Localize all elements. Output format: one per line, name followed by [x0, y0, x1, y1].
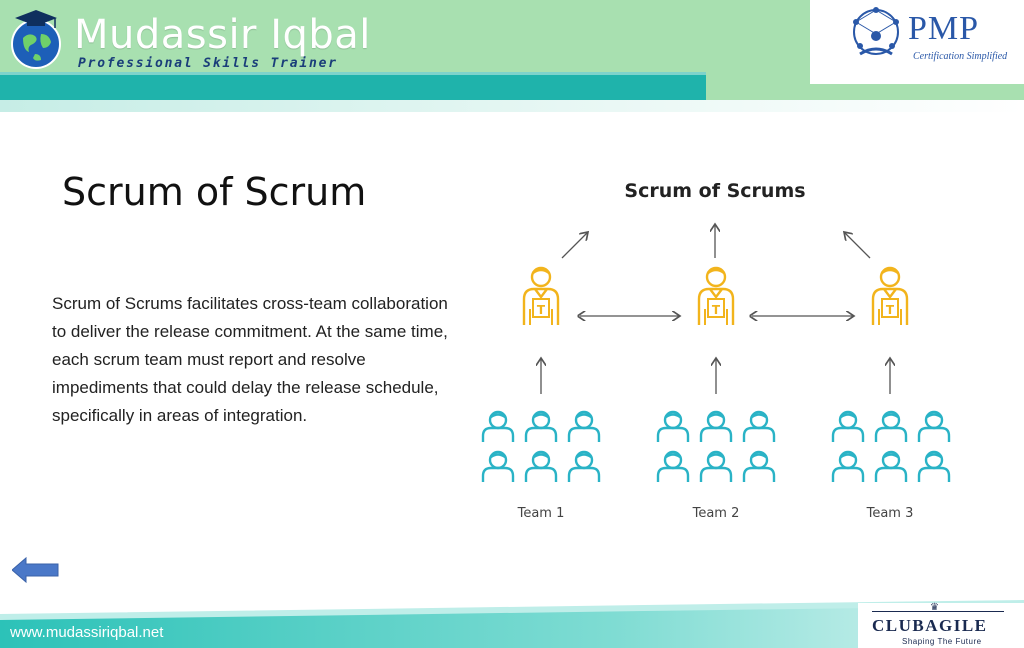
- scrum-of-scrums-diagram: Scrum of Scrums T: [460, 170, 951, 530]
- clubagile-name: CLUBAGILE: [872, 616, 988, 635]
- team-3-members: [831, 410, 951, 484]
- crown-icon: ♛: [930, 602, 939, 613]
- website-link[interactable]: www.mudassiriqbal.net: [10, 624, 164, 641]
- team-label-3: Team 3: [866, 506, 914, 521]
- up-arrow-left: [561, 232, 588, 259]
- header-banner: [0, 0, 810, 84]
- team-1-members: [481, 410, 601, 484]
- graduation-globe-icon: [11, 10, 61, 69]
- team-label-1: Team 1: [517, 506, 565, 521]
- scrum-master-icon-3: [871, 266, 909, 327]
- slide-title: Scrum of Scrum: [62, 170, 367, 214]
- footer-band: [0, 600, 1024, 648]
- slide-body-text: Scrum of Scrums facilitates cross-team c…: [52, 294, 448, 425]
- clubagile-divider: [872, 611, 1004, 612]
- diagram-title: Scrum of Scrums: [624, 180, 806, 202]
- diagram-graphics: T: [481, 170, 951, 484]
- pmp-logo-text: PMP: [908, 10, 980, 47]
- scrum-master-icon-2: [697, 266, 735, 327]
- clubagile-tagline: Shaping The Future: [902, 637, 982, 646]
- team-label-2: Team 2: [692, 506, 740, 521]
- pmp-logo-subtitle: Certification Simplified: [913, 51, 1008, 62]
- team-2-members: [656, 410, 776, 484]
- left-arrow-icon[interactable]: [12, 556, 60, 584]
- clubagile-logo-area: [858, 603, 1024, 648]
- brand-subtitle: Professional Skills Trainer: [78, 56, 338, 71]
- header-band-right: [706, 84, 1024, 100]
- pmp-network-icon: [853, 7, 899, 56]
- scrum-master-icon-1: [522, 266, 560, 327]
- header-teal-band: [0, 72, 706, 100]
- header-divider: [0, 100, 1024, 112]
- pmp-logo-area: [810, 0, 1024, 84]
- up-arrow-right: [844, 232, 871, 259]
- brand-name: Mudassir Iqbal: [74, 12, 371, 58]
